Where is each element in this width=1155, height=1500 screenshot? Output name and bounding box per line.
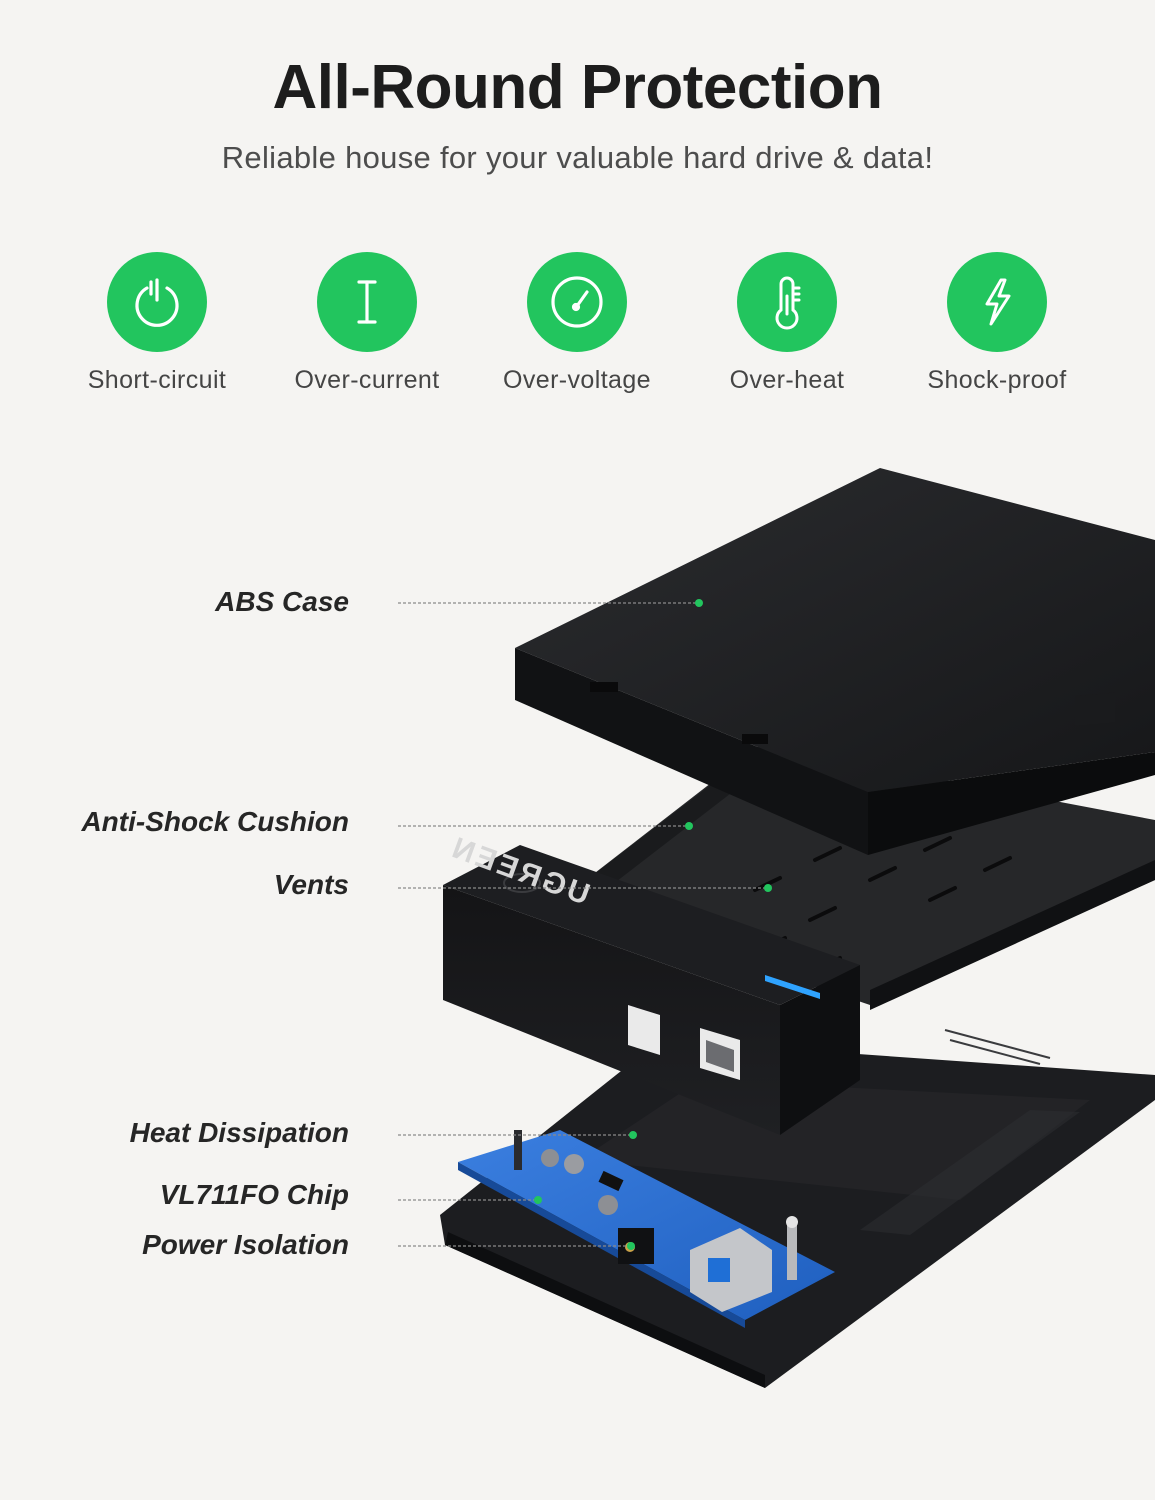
- page-title: All-Round Protection: [272, 53, 883, 122]
- abs-case-lid: [515, 468, 1155, 855]
- callout-heat-dissipation: Heat Dissipation: [129, 1117, 349, 1148]
- current-icon: [317, 252, 417, 352]
- lightning-icon: [947, 252, 1047, 352]
- feature-list: Short-circuit Over-current Over-voltage: [52, 252, 1102, 412]
- enclosure-illustration: UGREEN: [398, 468, 1155, 1388]
- feature-label: Shock-proof: [927, 366, 1067, 394]
- callout-abs-case: ABS Case: [215, 586, 349, 617]
- feature-shock-proof: Shock-proof: [892, 252, 1102, 395]
- feature-over-voltage: Over-voltage: [472, 252, 682, 395]
- callout-power-isolation: Power Isolation: [142, 1229, 349, 1260]
- feature-label: Over-voltage: [503, 366, 651, 394]
- callout-anti-shock-cushion: Anti-Shock Cushion: [81, 806, 349, 837]
- feature-label: Over-current: [294, 366, 440, 394]
- feature-label: Over-heat: [729, 366, 845, 394]
- feature-over-current: Over-current: [262, 252, 472, 395]
- callout-vents: Vents: [273, 869, 349, 900]
- feature-label: Short-circuit: [87, 366, 227, 394]
- feature-short-circuit: Short-circuit: [52, 252, 262, 395]
- base-tray: [440, 1029, 1155, 1388]
- callout-chip: VL711FO Chip: [159, 1179, 349, 1210]
- page-subtitle: Reliable house for your valuable hard dr…: [221, 140, 934, 175]
- power-icon: [107, 252, 207, 352]
- feature-over-heat: Over-heat: [682, 252, 892, 395]
- thermometer-icon: [737, 252, 837, 352]
- pcb-board: [458, 1130, 835, 1328]
- gauge-icon: [527, 252, 627, 352]
